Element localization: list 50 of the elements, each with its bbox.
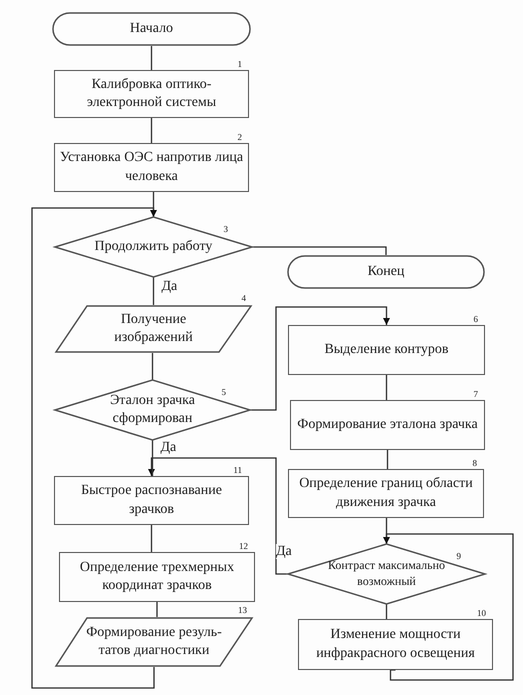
decision-text: Эталон зрачка сформирован (109, 392, 196, 428)
connector-line (152, 440, 154, 476)
connector-line (150, 525, 152, 552)
step-number: 8 (472, 459, 477, 468)
step-number: 2 (238, 133, 242, 142)
edge-label: Да (276, 544, 292, 560)
step-number: 13 (238, 606, 247, 615)
step-number: 7 (474, 390, 478, 399)
connector-line (152, 277, 154, 305)
terminator-label: Начало (130, 20, 174, 38)
connector-line (386, 604, 388, 619)
connector-line (386, 450, 388, 469)
arrow (148, 457, 288, 575)
arrow (31, 207, 157, 689)
process-text: Формирование эталона зрачка (297, 416, 478, 434)
process-text: Определение трехмерных координат зрачков (78, 558, 236, 595)
connector-line (156, 602, 158, 617)
arrow (383, 533, 514, 681)
terminator-shape (288, 255, 484, 289)
connector-line (150, 46, 152, 70)
decision-text: Продолжить работу (94, 238, 212, 256)
step-number: 1 (238, 60, 242, 69)
terminator-shape (53, 12, 250, 46)
step-number: 4 (242, 294, 246, 303)
data-text: Формирование резуль- татов диагностики (85, 624, 223, 660)
decision-text: Контраст максимально возможный (326, 558, 446, 590)
process-text: Определение границ области движения зрачка (298, 475, 474, 512)
process-text: Установка ОЭС напротив лица человека (59, 149, 244, 186)
step-number: 9 (456, 552, 461, 561)
connector-line (252, 246, 387, 255)
connector-line (150, 118, 152, 143)
process-text: Изменение мощности инфракрасного освещения (315, 626, 476, 662)
process-text: Выделение контуров (324, 340, 449, 359)
step-number: 10 (477, 609, 486, 618)
connector-line (152, 353, 154, 380)
process-text: Быстрое распознавание зрачков (80, 482, 223, 518)
arrow (250, 306, 390, 411)
step-number: 3 (224, 225, 228, 234)
data-text: Получение изображений (113, 310, 194, 347)
step-number: 12 (239, 542, 248, 551)
step-number: 5 (222, 388, 226, 397)
edge-label: Да (162, 279, 178, 294)
process-text: Калибровка оптико-электронной системы (86, 76, 218, 112)
edge-label: Да (160, 440, 176, 456)
step-number: 6 (474, 315, 478, 324)
terminator-label: Конец (368, 262, 404, 281)
decision-diamond (55, 217, 252, 277)
connector-line (386, 375, 388, 400)
decision-diamond (55, 380, 250, 440)
step-number: 11 (233, 466, 242, 475)
